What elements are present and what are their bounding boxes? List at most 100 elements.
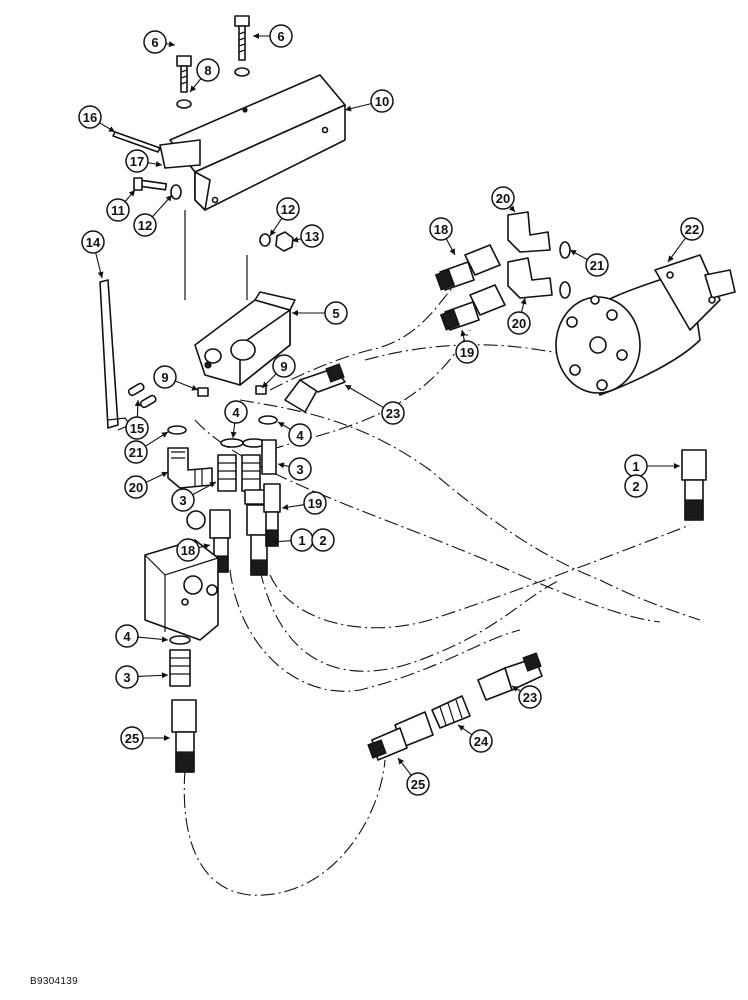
callout-label: 9 <box>280 359 287 374</box>
callout-label: 25 <box>125 731 139 746</box>
elbow-lower <box>507 257 553 299</box>
washer-left <box>176 99 192 109</box>
nut <box>275 231 294 252</box>
callout-label: 23 <box>523 690 537 705</box>
clevis-links <box>127 382 157 409</box>
callout-circle <box>115 624 139 648</box>
callout-label: 11 <box>111 203 125 218</box>
callout-19: 19 <box>281 491 327 515</box>
callout-circle <box>176 538 200 562</box>
o-ring-motor-upper <box>559 241 571 259</box>
callout-circle <box>406 772 430 796</box>
callout-arrowhead <box>674 463 680 469</box>
callout-arrowhead <box>168 41 175 48</box>
callout-4: 4 <box>277 421 312 447</box>
hydraulic-motor <box>555 254 736 396</box>
callout-label: 18 <box>434 222 448 237</box>
callout-label: 12 <box>281 202 295 217</box>
callout-label: 10 <box>375 94 389 109</box>
callout-20: 20 <box>491 186 516 213</box>
callout-arrowhead <box>209 482 216 488</box>
callout-arrowhead <box>128 190 135 197</box>
washer-right <box>234 67 250 77</box>
callout-label: 20 <box>496 191 510 206</box>
callout-leader <box>344 384 384 408</box>
callout-24: 24 <box>457 724 493 753</box>
callout-label: 20 <box>512 316 526 331</box>
callout-arrowhead <box>191 385 198 391</box>
callout-1: 1 <box>624 454 680 478</box>
callout-label: 8 <box>204 63 211 78</box>
bolt-right <box>234 15 250 61</box>
hose-end-25-lower <box>171 699 197 773</box>
callout-circle <box>124 475 148 499</box>
callout-label: 18 <box>181 543 195 558</box>
callout-arrowhead <box>512 686 519 692</box>
adapter-fittings <box>217 439 277 505</box>
callout-circle <box>115 665 139 689</box>
callout-23: 23 <box>344 384 405 425</box>
callout-3: 3 <box>277 457 312 481</box>
o-ring-a <box>167 425 187 435</box>
callout-arrowhead <box>97 271 104 278</box>
callout-circle <box>276 197 300 221</box>
callout-arrowhead <box>570 250 577 256</box>
callout-label: 19 <box>460 345 474 360</box>
callout-14: 14 <box>81 230 105 279</box>
hose-end-23-near <box>284 363 346 413</box>
control-valve <box>194 291 296 386</box>
callout-circle <box>124 440 148 464</box>
callout-2: 2 <box>311 528 335 552</box>
callout-arrowhead <box>108 126 115 132</box>
callout-circle <box>125 149 149 173</box>
callout-arrowhead <box>190 85 197 92</box>
callout-circle <box>507 311 531 335</box>
callout-label: 21 <box>590 258 604 273</box>
callout-arrowhead <box>230 431 237 438</box>
o-ring-d <box>258 415 278 425</box>
valve-nut-left <box>197 387 209 397</box>
callout-label: 4 <box>123 629 131 644</box>
callout-circle <box>224 400 248 424</box>
callout-12: 12 <box>133 194 173 237</box>
callout-8: 8 <box>189 58 220 93</box>
callout-4: 4 <box>115 624 169 648</box>
callout-label: 2 <box>319 533 326 548</box>
hose-end-23-lower <box>477 652 543 701</box>
callout-6: 6 <box>143 30 176 54</box>
callout-circle <box>133 213 157 237</box>
callout-label: 19 <box>308 496 322 511</box>
callout-label: 14 <box>86 235 101 250</box>
elbow-fitting-left <box>167 447 213 489</box>
callout-label: 3 <box>179 493 186 508</box>
callout-label: 15 <box>130 421 144 436</box>
figure-code: B9304139 <box>30 976 79 987</box>
callout-label: 24 <box>474 734 489 749</box>
callout-circle <box>303 491 327 515</box>
callout-label: 6 <box>277 29 284 44</box>
callout-label: 3 <box>296 462 303 477</box>
callout-arrowhead <box>278 422 285 428</box>
callout-label: 25 <box>411 777 425 792</box>
callout-arrowhead <box>155 161 162 168</box>
callout-label: 4 <box>296 428 304 443</box>
callout-arrowhead <box>345 105 352 112</box>
callout-2: 2 <box>624 474 648 498</box>
callout-circle <box>143 30 167 54</box>
callout-arrowhead <box>270 229 276 236</box>
manifold-block <box>144 539 219 641</box>
callout-circle <box>78 105 102 129</box>
o-ring-motor-lower <box>559 281 571 299</box>
hose-end-18-far <box>434 244 501 291</box>
callout-circle <box>624 474 648 498</box>
callout-circle <box>311 528 335 552</box>
callout-arrowhead <box>449 248 455 255</box>
callout-circle <box>469 729 493 753</box>
callout-arrowhead <box>164 735 170 741</box>
bolt-left <box>176 55 192 93</box>
callout-label: 3 <box>123 670 130 685</box>
callout-21: 21 <box>569 249 609 277</box>
callout-4: 4 <box>224 400 248 439</box>
callout-21: 21 <box>124 431 169 464</box>
